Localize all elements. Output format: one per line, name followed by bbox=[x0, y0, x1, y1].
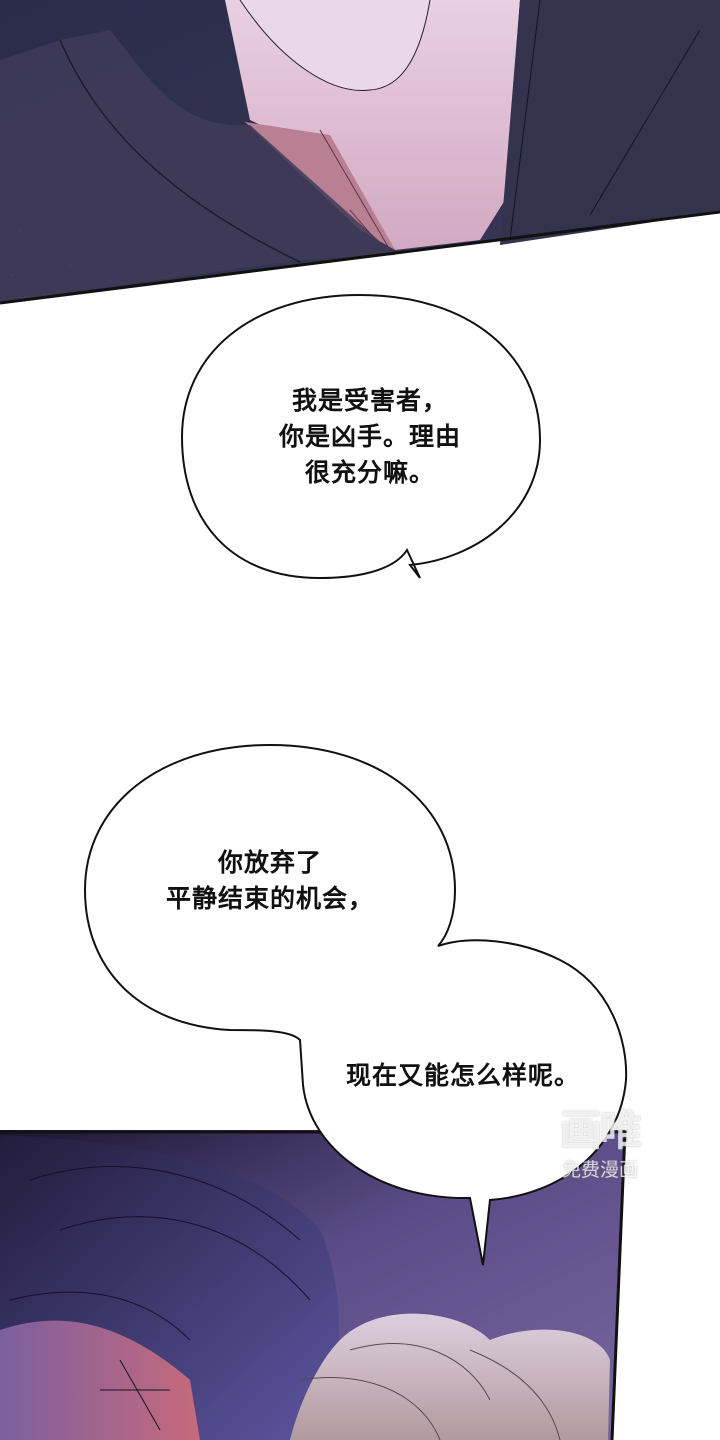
speech-bubble-1 bbox=[180, 293, 542, 580]
bubble-1-line-3: 很充分嘛。 bbox=[304, 458, 435, 487]
speech-bubble-2-text: 你放弃了 平静结束的机会， bbox=[130, 845, 410, 917]
watermark: 画唯 免费漫画 bbox=[540, 1105, 660, 1183]
bubble-2-line-1: 你放弃了 bbox=[217, 848, 322, 877]
bubble-2-line-2: 平静结束的机会， bbox=[165, 884, 374, 913]
speech-bubble-2 bbox=[83, 743, 628, 1266]
watermark-subtitle: 免费漫画 bbox=[561, 1159, 638, 1181]
top-panel bbox=[0, 0, 720, 305]
speech-bubble-3-text: 现在又能怎么样呢。 bbox=[318, 1058, 608, 1094]
watermark-logo: 画唯 bbox=[559, 1106, 642, 1155]
bubble-3-line-1: 现在又能怎么样呢。 bbox=[345, 1061, 580, 1090]
bubble-1-line-1: 我是受害者， bbox=[291, 386, 448, 415]
speech-bubble-1-text: 我是受害者， 你是凶手。理由 很充分嘛。 bbox=[240, 383, 500, 491]
bubble-1-line-2: 你是凶手。理由 bbox=[278, 422, 461, 451]
bottom-panel bbox=[0, 1130, 627, 1440]
